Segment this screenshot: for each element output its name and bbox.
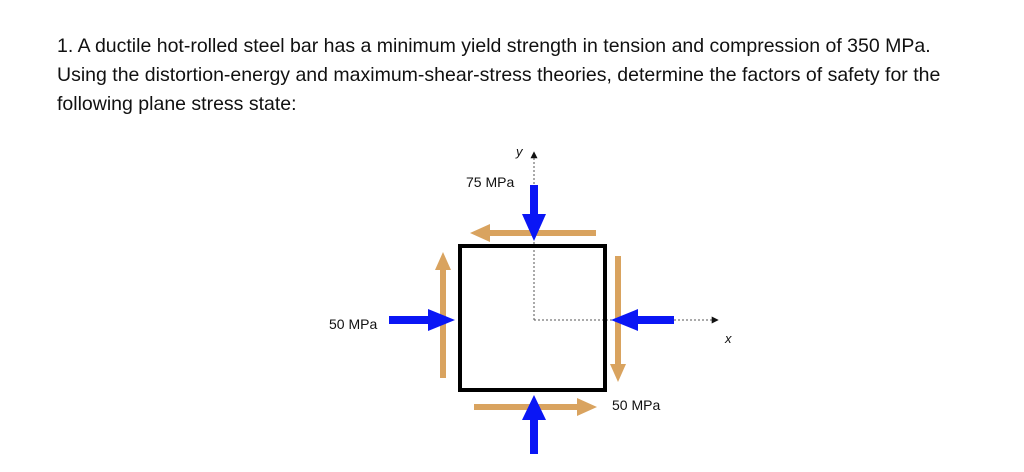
problem-statement: 1. A ductile hot-rolled steel bar has a …: [57, 35, 941, 115]
tau-xy-label: 50 MPa: [612, 397, 660, 413]
stress-element: [458, 244, 607, 392]
shear-arrow-left: [435, 252, 451, 378]
sigma-x-label: 50 MPa: [329, 316, 377, 332]
sigma-x-arrow-right: [611, 309, 674, 331]
sigma-x-arrow-left: [389, 309, 455, 331]
x-axis-label: x: [724, 331, 732, 346]
sigma-y-arrow-top: [522, 185, 546, 241]
sigma-y-label: 75 MPa: [466, 174, 514, 190]
y-axis-label: y: [515, 144, 524, 159]
sigma-y-arrow-bottom: [522, 395, 546, 454]
